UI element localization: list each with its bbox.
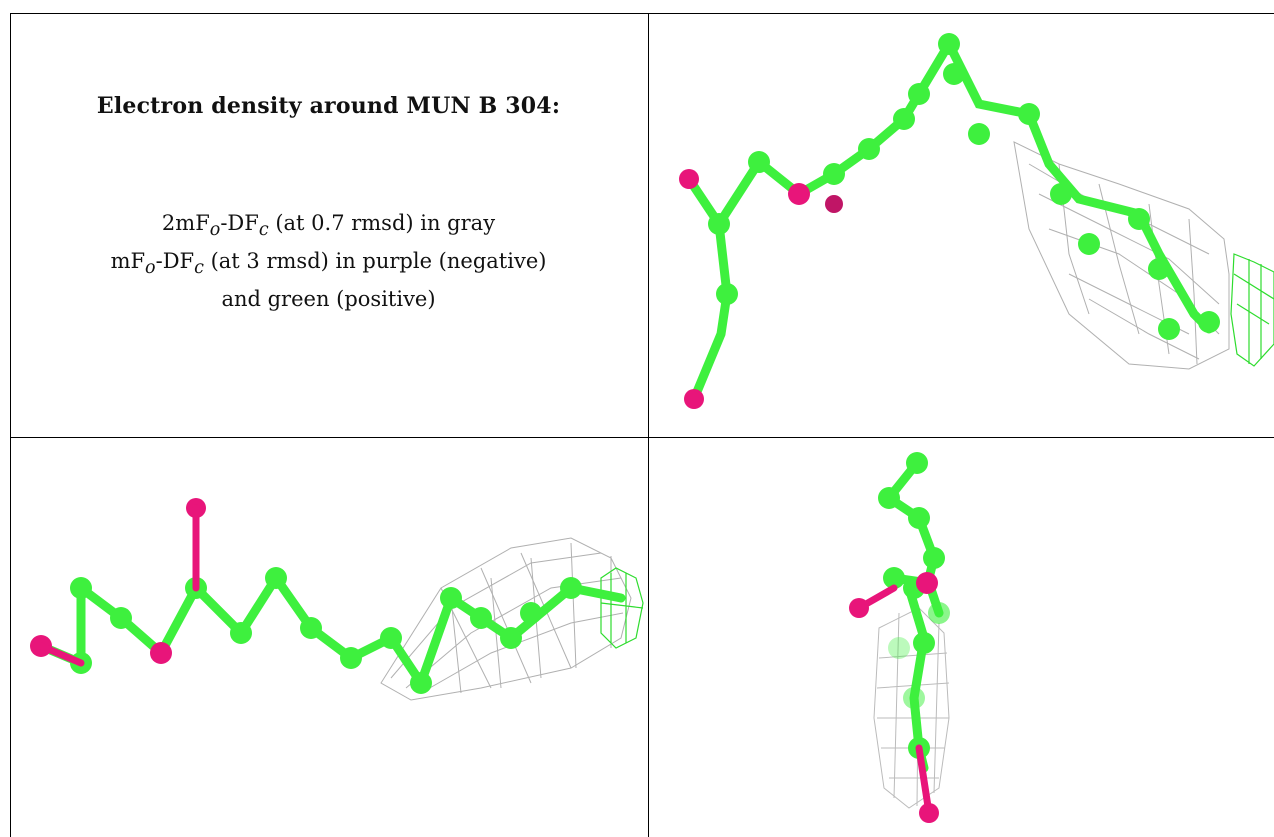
legend-line-2fofc: 2mFo-DFc (at 0.7 rmsd) in gray: [161, 211, 496, 241]
middle-border: [648, 13, 649, 837]
top-border: [10, 13, 1274, 14]
density-view-2: [11, 438, 648, 837]
green-density-mesh: [1230, 253, 1274, 367]
figure-title: Electron density around MUN B 304:: [96, 93, 561, 119]
legend-line-fofc: mFo-DFc (at 3 rmsd) in purple (negative): [110, 249, 547, 279]
figure-grid: Electron density around MUN B 304: 2mFo-…: [10, 13, 1274, 837]
figure-description: 2mFo-DFc (at 0.7 rmsd) in gray mFo-DFc (…: [10, 208, 647, 315]
left-border: [10, 13, 11, 837]
molecule-icon: [30, 498, 644, 701]
density-view-3: [649, 438, 1274, 837]
gray-density-mesh: [1013, 141, 1230, 370]
atoms: [679, 33, 1220, 409]
gray-density-mesh: [380, 537, 632, 701]
molecule-icon: [679, 33, 1274, 409]
row-border: [10, 437, 1274, 438]
legend-line-positive: and green (positive): [221, 287, 436, 312]
green-density-mesh: [600, 567, 644, 649]
atoms: [849, 452, 950, 823]
density-view-1: [649, 14, 1274, 437]
caption-cell: Electron density around MUN B 304: 2mFo-…: [10, 13, 647, 437]
molecule-icon: [849, 452, 950, 823]
